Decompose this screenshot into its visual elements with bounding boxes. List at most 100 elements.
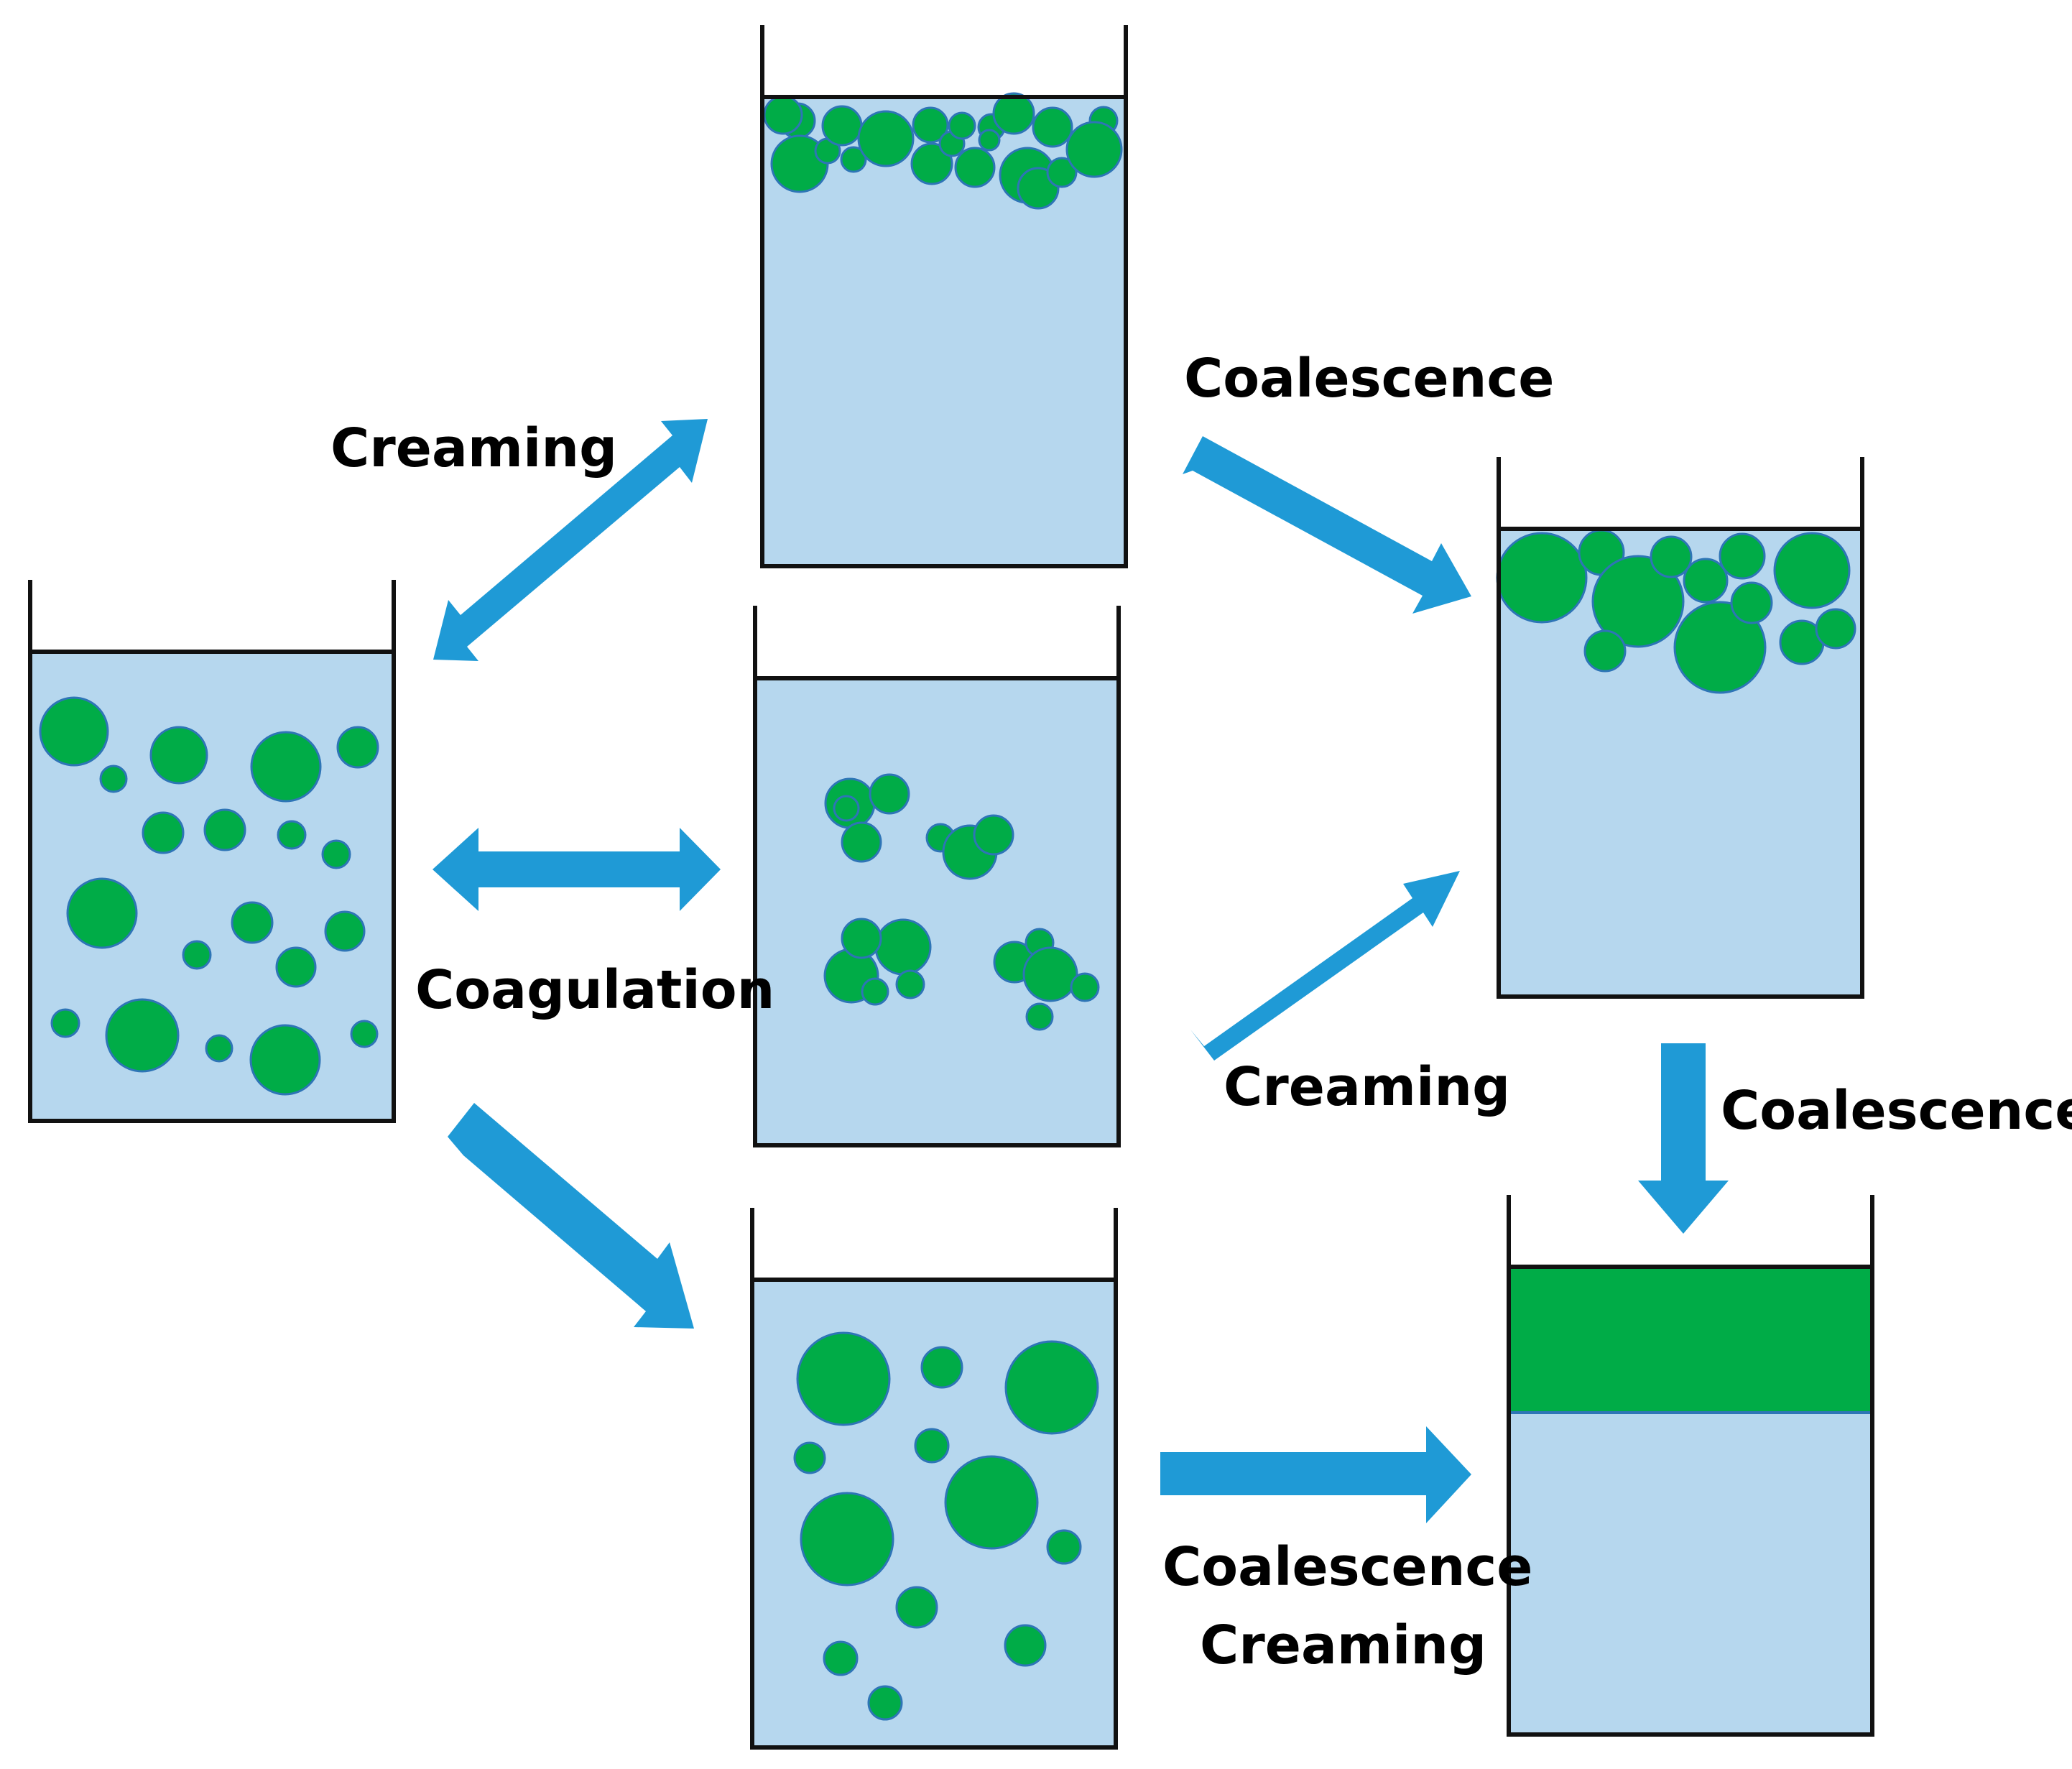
droplet: [182, 940, 212, 970]
label-creaming-bottom: Creaming: [1200, 1615, 1486, 1676]
coalescence-arrow-top: [1183, 436, 1471, 614]
droplet: [763, 95, 803, 135]
beaker-phase-separated: [1507, 1195, 1874, 1737]
droplet: [841, 918, 882, 959]
beaker-outline: [753, 606, 1121, 1147]
creaming-double-arrow: [433, 419, 708, 661]
droplets: [793, 1331, 1099, 1721]
creaming-arrow-middle: [1190, 871, 1460, 1061]
droplet: [203, 808, 246, 851]
droplet: [833, 795, 860, 822]
droplet: [231, 901, 274, 944]
droplet: [1496, 532, 1588, 624]
label-coalescence-top-right: Coalescence: [1184, 348, 1554, 410]
droplet: [1730, 581, 1773, 624]
droplet: [796, 1331, 891, 1426]
droplet: [857, 110, 915, 167]
droplet: [954, 147, 996, 188]
beaker-outline: [1507, 1195, 1874, 1737]
droplet: [861, 977, 889, 1006]
coalescence-creaming-arrow-bottom: [1160, 1426, 1471, 1523]
droplet: [205, 1034, 233, 1063]
beaker-outline: [28, 580, 396, 1123]
droplet: [841, 821, 882, 863]
droplet: [350, 1020, 379, 1048]
droplet: [1673, 601, 1767, 694]
droplet: [250, 731, 322, 803]
beaker-initial-emulsion: [28, 580, 396, 1123]
coagulation-double-arrow: [433, 828, 721, 911]
droplet: [105, 998, 180, 1073]
droplet: [142, 811, 185, 854]
droplet: [978, 129, 1001, 152]
droplet: [1004, 1340, 1099, 1435]
droplet: [1065, 121, 1123, 178]
arrows: [433, 419, 1729, 1523]
droplet: [914, 1428, 950, 1464]
droplet: [1650, 535, 1693, 578]
label-coagulation: Coagulation: [415, 959, 774, 1021]
droplet: [895, 1586, 938, 1629]
beaker-coalesced-dispersion: [750, 1208, 1118, 1750]
droplet: [1591, 555, 1685, 648]
droplet: [1683, 558, 1729, 604]
liquid: [755, 678, 1119, 1145]
beaker-outline: [760, 25, 1128, 568]
droplet: [867, 1685, 903, 1721]
label-coalescence-bottom: Coalescence: [1162, 1536, 1532, 1598]
oil-layer: [1509, 1267, 1872, 1413]
droplet: [840, 146, 867, 173]
droplet: [910, 142, 953, 185]
droplet: [895, 969, 925, 999]
droplet: [948, 111, 976, 140]
droplet: [944, 1455, 1039, 1550]
droplet: [66, 877, 138, 949]
droplet: [1046, 1529, 1082, 1565]
beaker-creamed: [760, 25, 1128, 568]
droplet: [277, 820, 307, 850]
droplet: [821, 105, 863, 147]
droplet: [874, 918, 932, 976]
droplet: [823, 1640, 859, 1676]
droplets: [763, 92, 1123, 210]
coalescence-arrow-down: [1638, 1043, 1729, 1234]
droplet: [912, 106, 949, 144]
label-coalescence-right: Coalescence: [1721, 1080, 2072, 1142]
droplets: [1496, 529, 1856, 694]
arrow-to-coalesced-dispersion: [448, 1103, 694, 1329]
droplet: [249, 1024, 321, 1096]
labels: Creaming Coalescence Coagulation Creamin…: [330, 348, 2072, 1676]
droplet: [336, 726, 379, 769]
droplet: [149, 726, 208, 785]
beaker-creamed-coalesced: [1496, 457, 1864, 999]
beaker-coagulated: [753, 606, 1121, 1147]
droplet: [1025, 1002, 1054, 1031]
droplet: [1719, 532, 1766, 580]
droplet: [869, 773, 910, 815]
droplet: [793, 1441, 826, 1474]
droplet: [800, 1492, 894, 1586]
droplet: [324, 910, 366, 952]
droplet: [1022, 946, 1078, 1002]
droplet: [992, 92, 1035, 135]
droplet: [1583, 629, 1627, 673]
droplet: [275, 946, 317, 988]
droplet: [99, 765, 128, 793]
droplet: [1032, 106, 1073, 148]
droplet: [1070, 972, 1100, 1002]
droplets: [823, 773, 1100, 1031]
droplet: [50, 1008, 80, 1038]
droplet: [1815, 608, 1856, 650]
droplet: [973, 814, 1014, 856]
label-creaming-top-left: Creaming: [330, 417, 617, 479]
droplet: [1046, 157, 1078, 188]
beaker-outline: [1497, 457, 1864, 999]
beaker-outline: [750, 1208, 1118, 1750]
droplets: [39, 696, 379, 1096]
droplet: [39, 696, 109, 767]
droplet: [321, 839, 351, 869]
droplet: [1773, 532, 1851, 609]
droplet: [920, 1346, 963, 1389]
droplet: [1004, 1624, 1047, 1667]
